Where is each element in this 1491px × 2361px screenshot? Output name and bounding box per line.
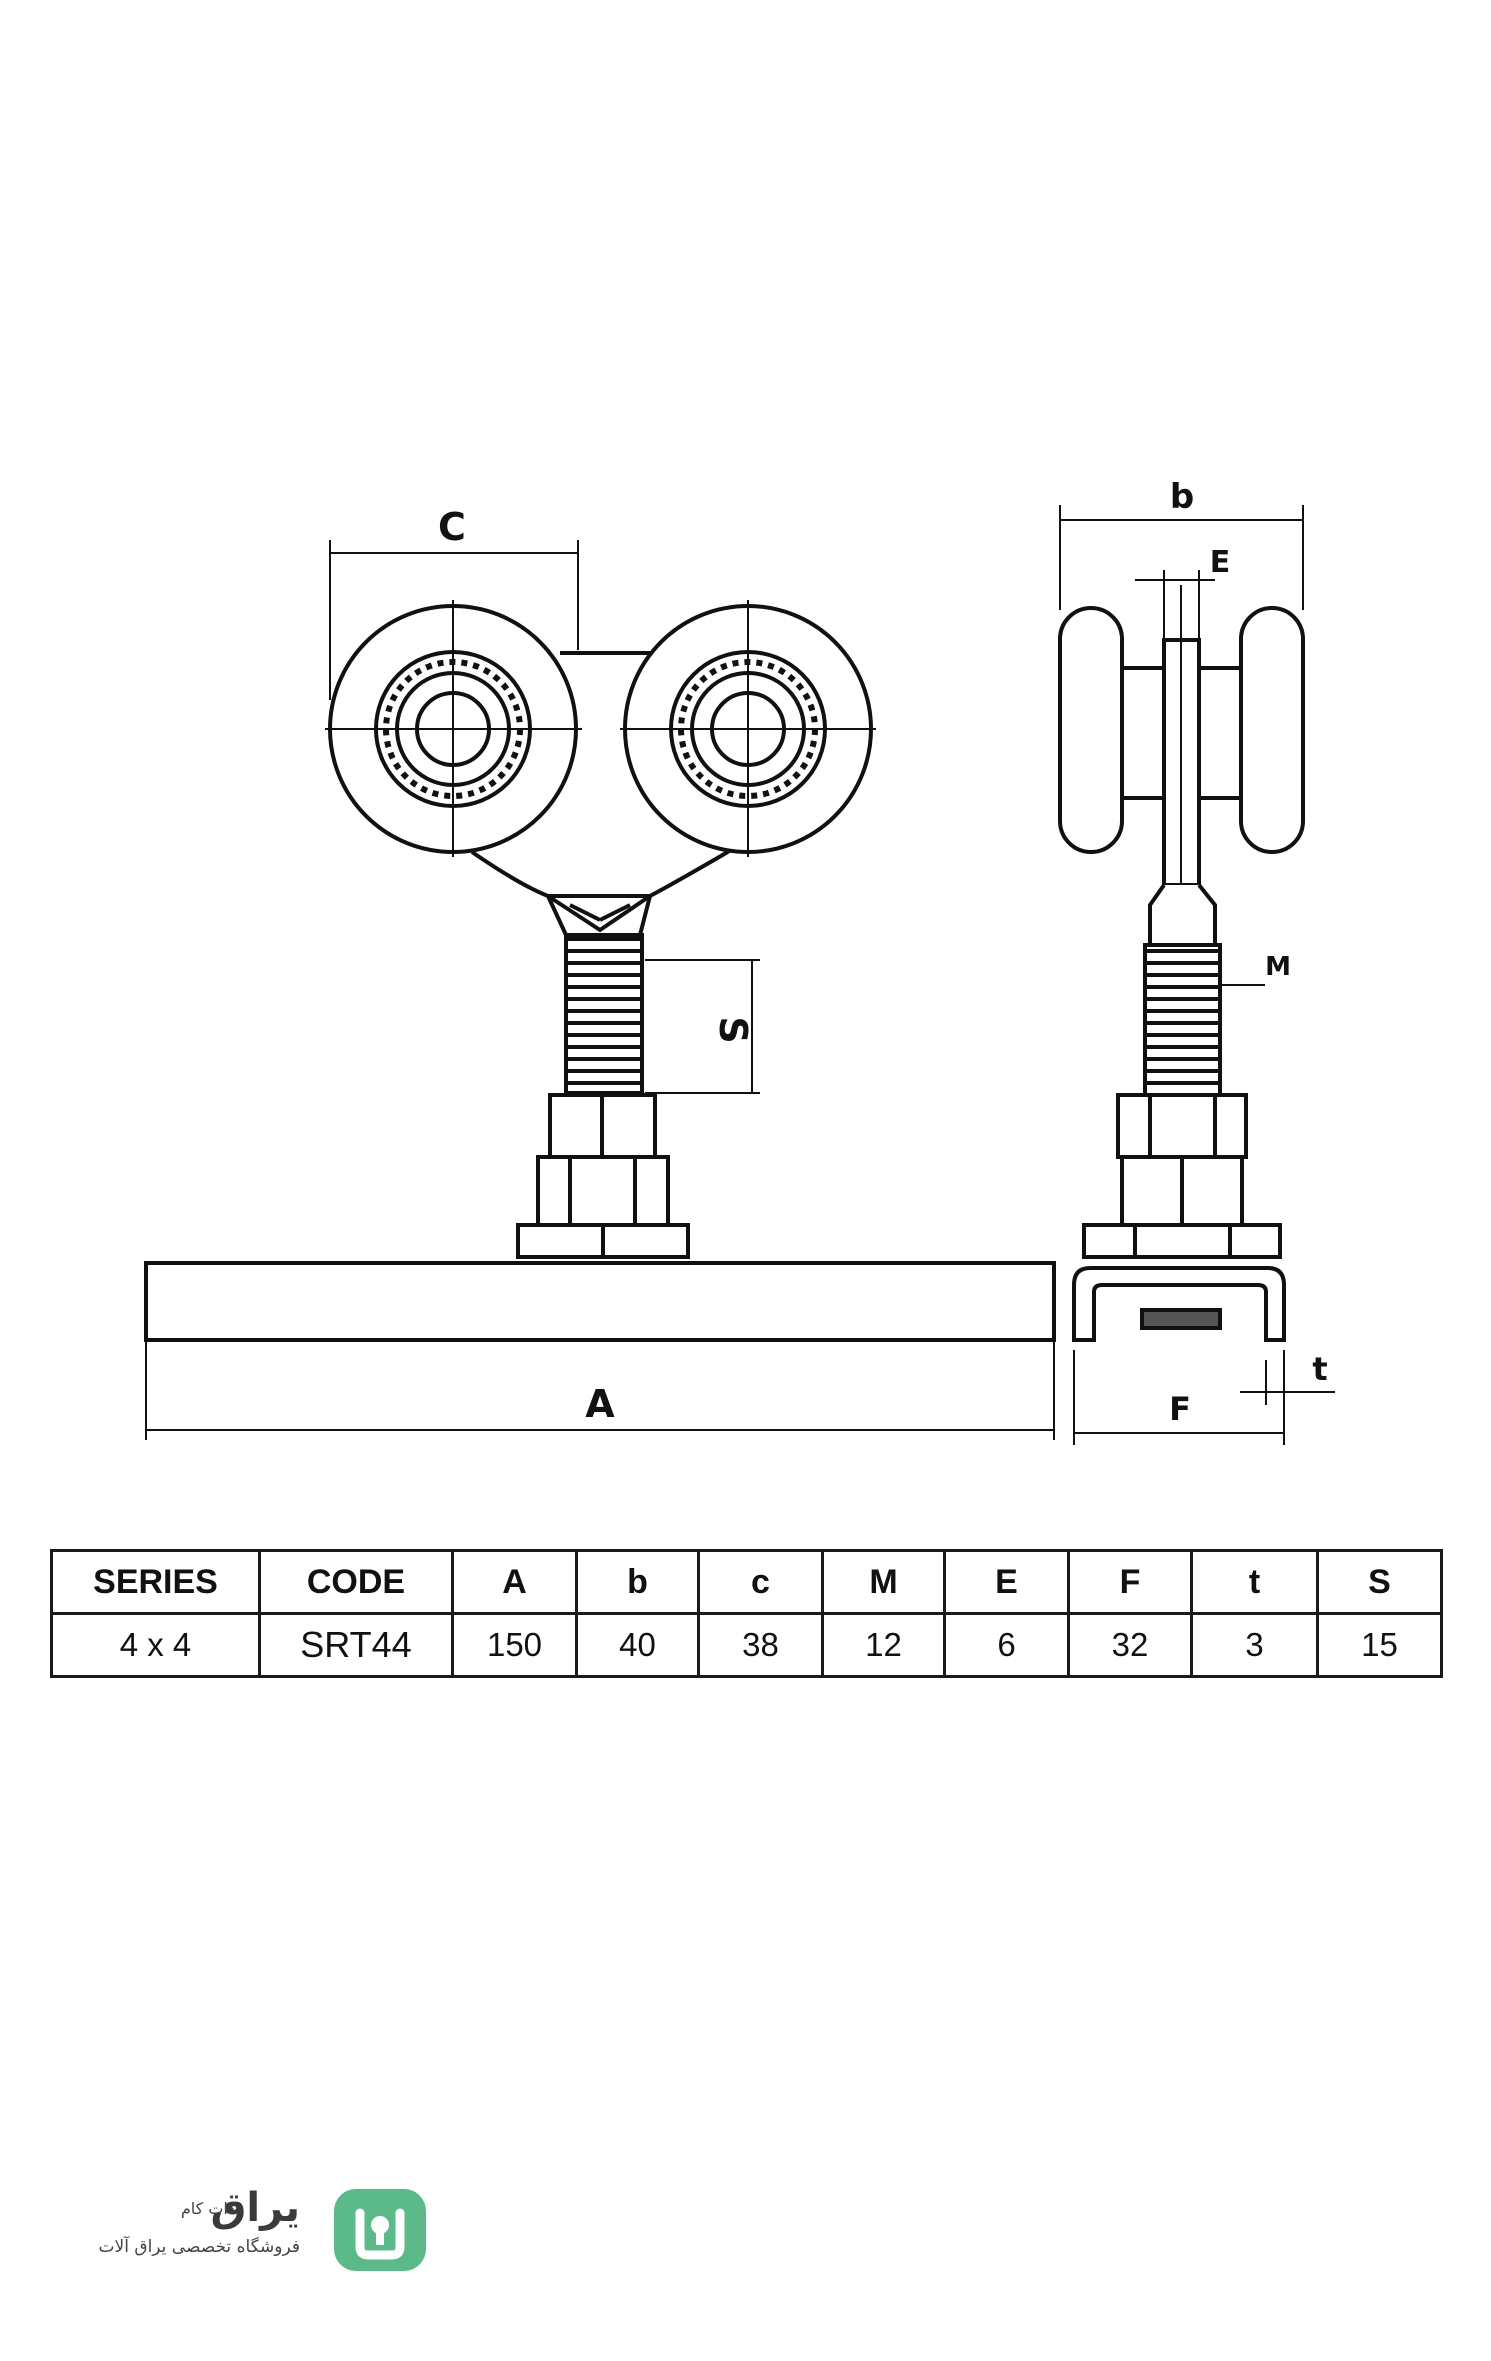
cell-s: 15	[1316, 1612, 1443, 1678]
left-wheel	[325, 600, 582, 857]
dim-label-f: F	[1169, 1390, 1191, 1428]
cell-e: 6	[943, 1612, 1070, 1678]
yaragh-logo-icon	[334, 2189, 426, 2271]
front-view	[144, 540, 1056, 1440]
header-e: E	[943, 1549, 1070, 1615]
cell-m: 12	[821, 1612, 946, 1678]
right-wheel	[620, 600, 876, 857]
header-s: S	[1316, 1549, 1443, 1615]
spec-table: SERIES CODE A b c M E F t S 4 x 4 SRT44 …	[50, 1549, 1443, 1678]
header-series: SERIES	[50, 1549, 261, 1615]
cell-a: 150	[451, 1612, 578, 1678]
cell-series: 4 x 4	[50, 1612, 261, 1678]
header-t: t	[1190, 1549, 1319, 1615]
dim-label-e: E	[1210, 545, 1231, 580]
logo-suffix-text: دات کام	[180, 2199, 235, 2218]
cell-f: 32	[1067, 1612, 1193, 1678]
header-code: CODE	[258, 1549, 454, 1615]
header-b: b	[575, 1549, 700, 1615]
technical-drawing: C S A	[144, 477, 1335, 1445]
header-c: c	[697, 1549, 824, 1615]
side-view	[1058, 505, 1335, 1445]
dim-label-b: b	[1170, 477, 1194, 517]
dim-label-a: A	[585, 1382, 615, 1426]
header-a: A	[451, 1549, 578, 1615]
header-m: M	[821, 1549, 946, 1615]
dim-label-t: t	[1312, 1350, 1327, 1388]
logo-tagline-text: فروشگاه تخصصی یراق آلات	[98, 2237, 300, 2257]
dim-label-s: S	[711, 1016, 755, 1043]
cell-t: 3	[1190, 1612, 1319, 1678]
cell-b: 40	[575, 1612, 700, 1678]
header-f: F	[1067, 1549, 1193, 1615]
cell-c: 38	[697, 1612, 824, 1678]
logo-brand-text: یراق	[210, 2185, 300, 2231]
table-row: 4 x 4 SRT44 150 40 38 12 6 32 3 15	[50, 1612, 1443, 1678]
table-header-row: SERIES CODE A b c M E F t S	[50, 1549, 1443, 1615]
cell-code: SRT44	[258, 1612, 454, 1678]
dim-label-m: M	[1265, 952, 1291, 982]
brand-logo: یراق دات کام فروشگاه تخصصی یراق آلات	[98, 2185, 430, 2275]
dim-label-c: C	[438, 505, 466, 549]
